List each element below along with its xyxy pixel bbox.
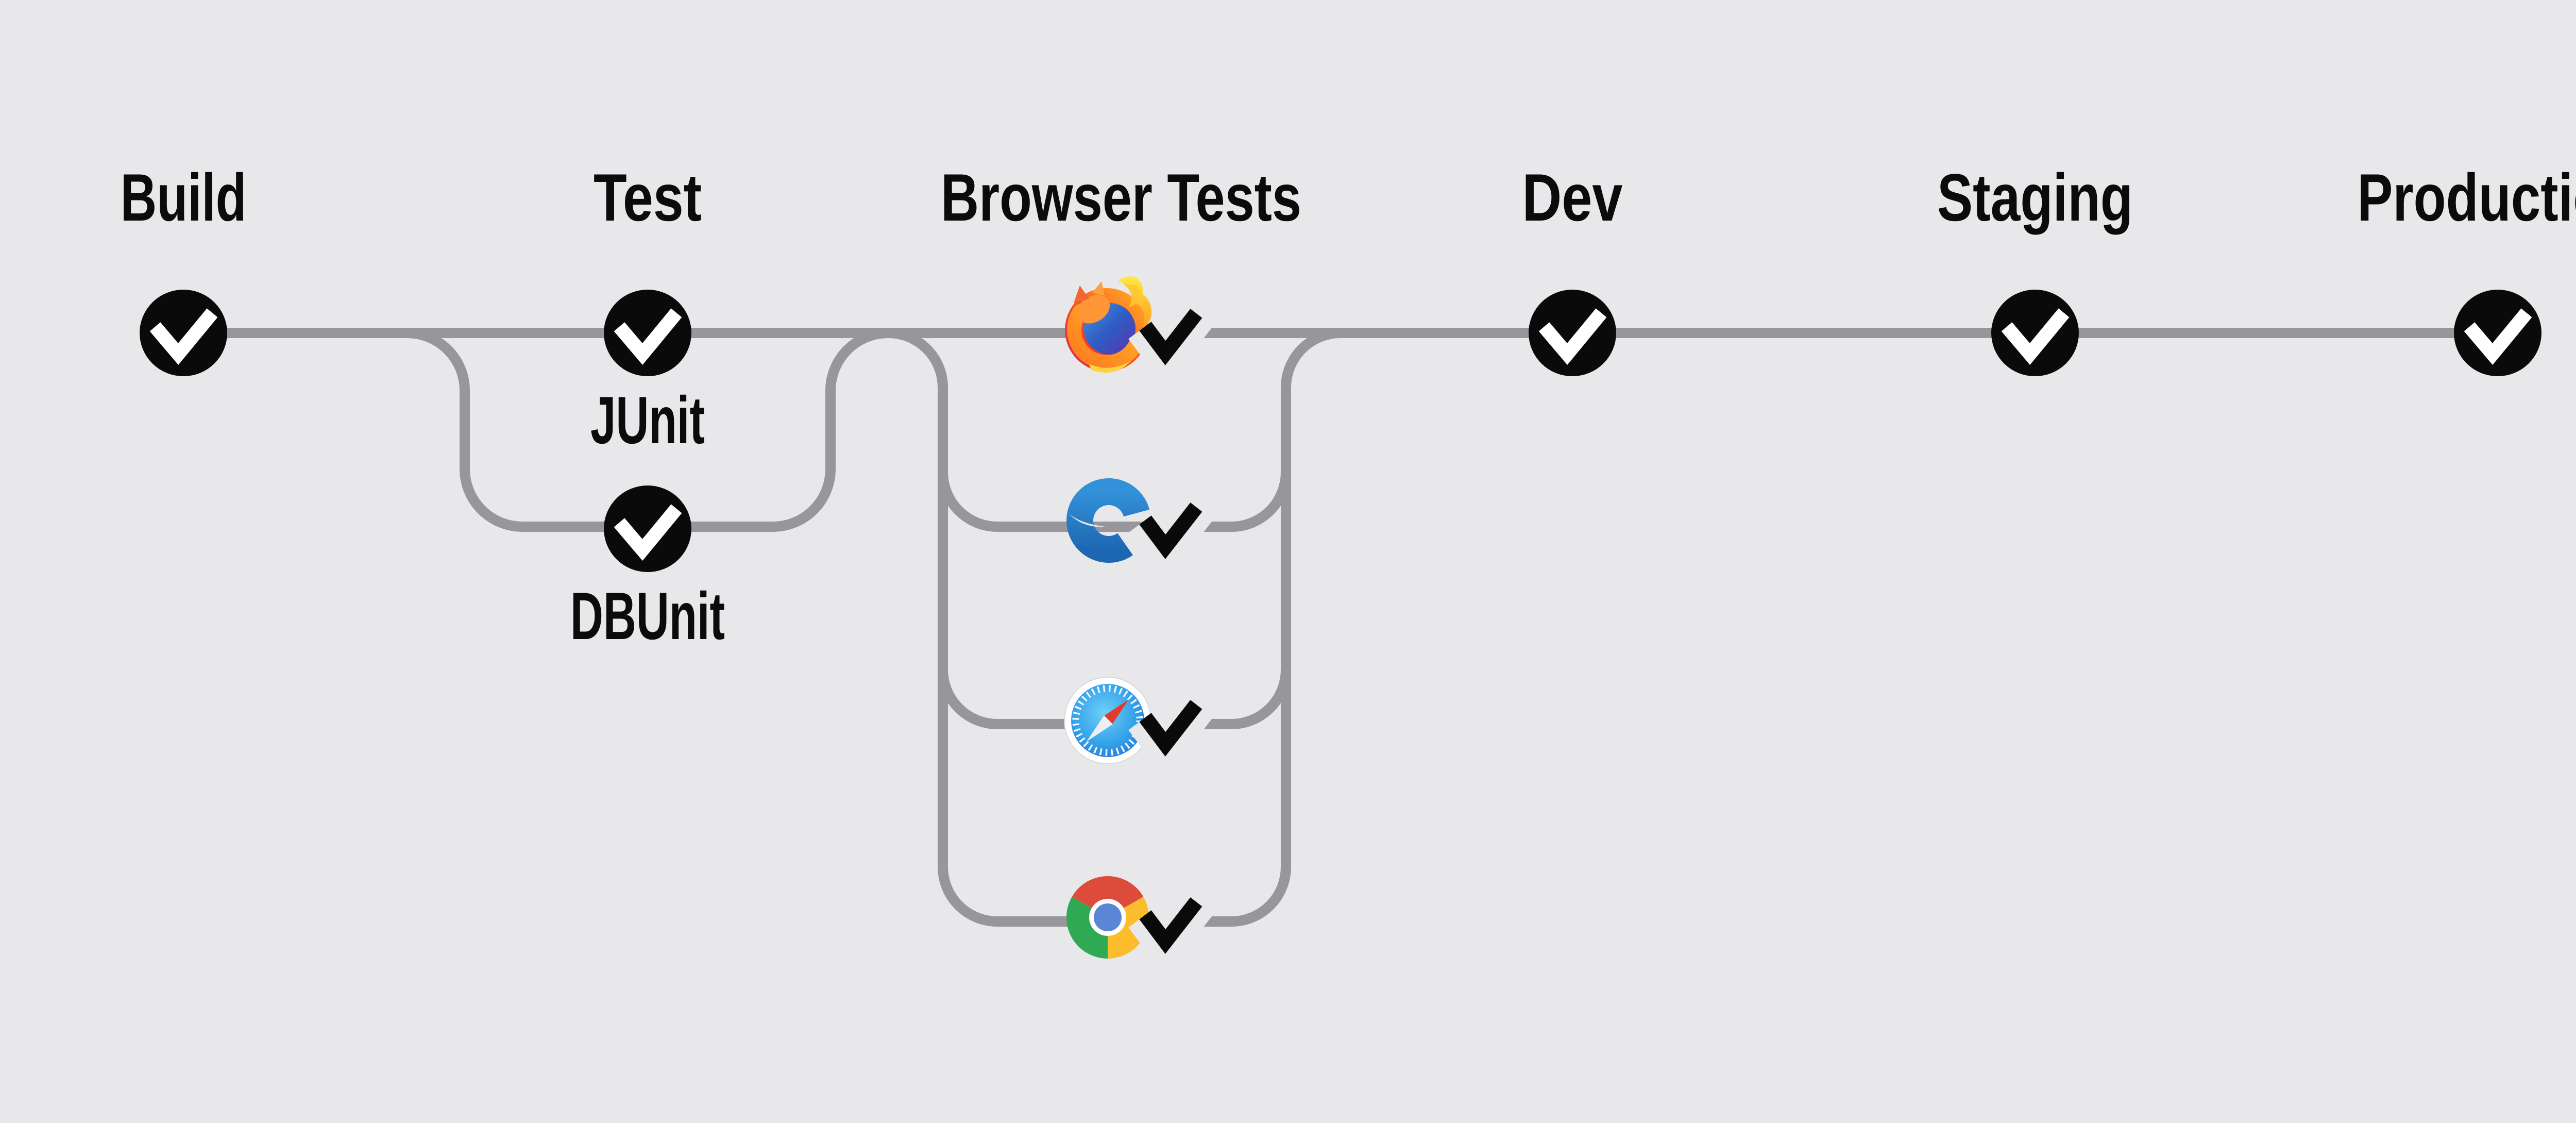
firefox-fox-wrap (1067, 304, 1142, 370)
firefox-check (1128, 300, 1213, 388)
stage-node-staging (1991, 290, 2079, 376)
check-icon (614, 504, 682, 561)
passed-check-icon (1139, 700, 1202, 757)
dbunit-label: DBUnit (570, 578, 725, 653)
firefox-ear (1074, 286, 1089, 303)
edge-check (1128, 494, 1213, 582)
stage-node-test (604, 290, 691, 376)
edge-icon (1063, 478, 1150, 563)
stage-label-build: Build (121, 160, 247, 235)
edge-ring (1066, 478, 1150, 563)
passed-check-icon (1139, 897, 1202, 954)
check-icon (1538, 308, 1607, 365)
firefox-flame-inner (1122, 283, 1140, 307)
job-node-dbunit (604, 485, 691, 572)
chrome-red (1072, 876, 1144, 917)
safari-icon (1064, 677, 1151, 764)
check-icon (2001, 308, 2070, 365)
stage-node-production (2454, 290, 2541, 376)
stage-label-dev: Dev (1522, 160, 1623, 235)
firefox-ear2 (1092, 281, 1105, 296)
check-icon (614, 308, 682, 365)
stage-label-production: Production (2358, 160, 2576, 235)
check-icon (149, 308, 218, 365)
chrome-check (1128, 889, 1213, 977)
firefox-icon (1065, 276, 1152, 373)
stage-node-dev (1529, 290, 1616, 376)
stage-label-staging: Staging (1937, 160, 2133, 235)
passed-check-icon (1139, 309, 1202, 365)
firefox-tail-tip (1089, 361, 1131, 373)
junit-label: JUnit (590, 382, 705, 458)
browser-tests-trunk-connector (888, 328, 1341, 927)
safari-ticks (1072, 685, 1143, 756)
stage-label-test: Test (594, 160, 702, 235)
edge-swoosh-cut (1063, 507, 1106, 527)
chrome-icon (1066, 876, 1149, 959)
check-icon (2464, 308, 2532, 365)
chrome-hub (1094, 903, 1122, 931)
stage-node-build (140, 290, 227, 376)
passed-check-icon (1139, 502, 1202, 559)
safari-needle (1086, 699, 1129, 742)
firefox-fox-head (1077, 295, 1110, 324)
stage-label-browser-tests: Browser Tests (941, 160, 1301, 235)
safari-check (1128, 691, 1213, 779)
